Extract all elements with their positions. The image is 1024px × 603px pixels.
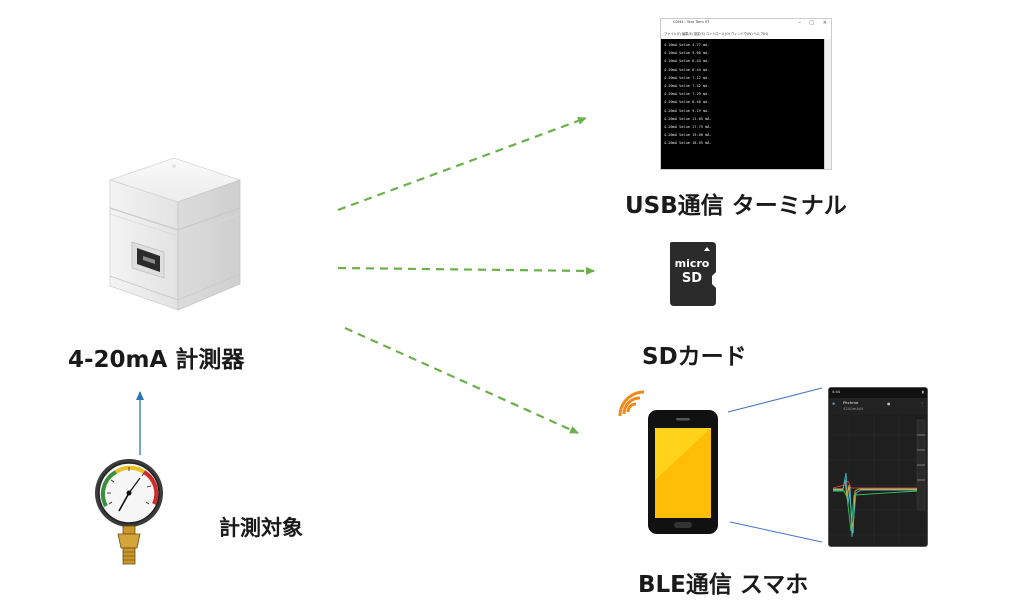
sd-arrow — [337, 266, 595, 275]
minimize-icon[interactable]: – — [798, 20, 802, 26]
terminal-line: 4-20mA Value 11.05 mA. — [664, 116, 712, 121]
sd-label: SDカード — [642, 344, 747, 370]
terminal-menu-items[interactable]: ファイル(F) 編集(E) 設定(S) コントロール(O) ウィンドウ(W) ヘ… — [664, 32, 769, 36]
pressure-gauge-icon — [95, 459, 163, 565]
terminal-line: 4-20mA Value 6.44 mA. — [664, 59, 710, 64]
terminal-title: COM4 - Tera Term VT — [673, 20, 710, 24]
maximize-icon[interactable]: □ — [809, 20, 814, 26]
sd-label-sd: SD — [682, 271, 702, 286]
ble-arrow — [344, 326, 579, 435]
bluetooth-icon: ✱ — [832, 401, 836, 406]
menu-icon[interactable]: ⋮ — [920, 401, 924, 406]
phone-app-screenshot: 4:44 ▮ ✱ Pitchme 4200mA/N ● ⋮ — [828, 387, 928, 547]
terminal-menubar: ファイル(F) 編集(E) 設定(S) コントロール(O) ウィンドウ(W) ヘ… — [661, 30, 831, 39]
battery-icon: ▮ — [922, 390, 924, 394]
terminal-line: 4-20mA Value 9.19 mA. — [664, 108, 710, 113]
phone-app-name: Pitchme — [843, 400, 859, 405]
microsd-icon: micro SD — [670, 242, 716, 306]
close-icon[interactable]: × — [822, 20, 827, 26]
phone-connector-bottom — [729, 521, 823, 543]
phone-time: 4:44 — [832, 390, 841, 394]
terminal-scrollbar[interactable] — [824, 39, 831, 169]
terminal-line: 4-20mA Value 18.95 mA. — [664, 141, 712, 146]
smartphone-icon — [648, 410, 718, 534]
terminal-line: 4-20mA Value 7.12 mA. — [664, 75, 710, 80]
target-label: 計測対象 — [219, 516, 303, 540]
terminal-line: 4-20mA Value 17.75 mA. — [664, 124, 712, 129]
device-label: 4-20mA 計測器 — [68, 347, 245, 373]
phone-device-id: 4200mA/N — [843, 406, 864, 411]
phone-graph — [829, 415, 927, 546]
phone-app-header: ✱ Pitchme 4200mA/N ● ⋮ — [829, 398, 927, 415]
usb-label: USB通信 ターミナル — [625, 193, 847, 219]
sd-label-micro: micro — [675, 257, 710, 270]
terminal-line: 4-20mA Value 7.42 mA. — [664, 83, 710, 88]
terminal-line: 4-20mA Value 19.00 mA. — [664, 133, 712, 138]
ble-label: BLE通信 スマホ — [638, 572, 809, 598]
terminal-line: 4-20mA Value 8.40 mA. — [664, 100, 710, 105]
toggle-icon[interactable]: ● — [887, 401, 891, 406]
phone-connector-top — [727, 387, 823, 413]
terminal-line: 4-20mA Value 4.77 mA. — [664, 43, 710, 47]
terminal-line: 4-20mA Value 7.29 mA. — [664, 92, 710, 97]
terminal-screenshot: COM4 - Tera Term VT – □ × ファイル(F) 編集(E) … — [660, 18, 832, 170]
signal-icon — [618, 390, 645, 417]
device-photo — [108, 157, 242, 311]
phone-status-bar: 4:44 ▮ — [829, 388, 927, 398]
terminal-output: 4-20mA Value 4.77 mA. 4-20mA Value 5.60 … — [664, 41, 823, 167]
usb-arrow — [337, 116, 587, 212]
terminal-line: 4-20mA Value 6.44 mA. — [664, 67, 710, 72]
terminal-line: 4-20mA Value 5.60 mA. — [664, 51, 710, 56]
